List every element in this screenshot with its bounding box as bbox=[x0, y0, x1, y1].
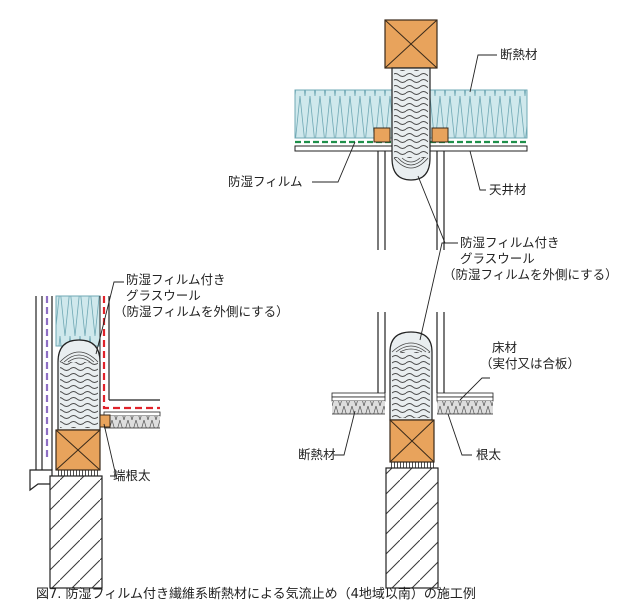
label-rim-joist: 端根太 bbox=[113, 468, 151, 483]
leader-lines bbox=[95, 54, 497, 477]
label-gw-left-3: （防湿フィルムを外側にする） bbox=[114, 304, 289, 319]
label-gw-top-2: グラスウール bbox=[460, 251, 535, 266]
label-gw-left-1: 防湿フィルム付き bbox=[126, 272, 226, 287]
exterior-wall-detail bbox=[29, 295, 161, 589]
label-joist: 根太 bbox=[476, 447, 502, 462]
label-ceiling-material: 天井材 bbox=[489, 182, 527, 197]
label-gw-top-1: 防湿フィルム付き bbox=[460, 235, 560, 250]
figure-caption: 図7. 防湿フィルム付き繊維系断熱材による気流止め（4地域以南）の施工例 bbox=[36, 586, 476, 602]
label-floor-1: 床材 bbox=[492, 340, 517, 355]
floor-detail bbox=[331, 312, 494, 589]
ceiling-detail bbox=[294, 19, 528, 250]
label-insulation-top: 断熱材 bbox=[500, 47, 538, 62]
label-vapor-film: 防湿フィルム bbox=[228, 174, 303, 189]
label-insulation-bottom: 断熱材 bbox=[298, 447, 336, 462]
label-gw-top-3: （防湿フィルムを外側にする） bbox=[443, 267, 618, 282]
interior-vapor-film bbox=[102, 296, 160, 410]
label-gw-left-2: グラスウール bbox=[126, 288, 201, 303]
label-floor-2: （実付又は合板） bbox=[480, 356, 580, 371]
